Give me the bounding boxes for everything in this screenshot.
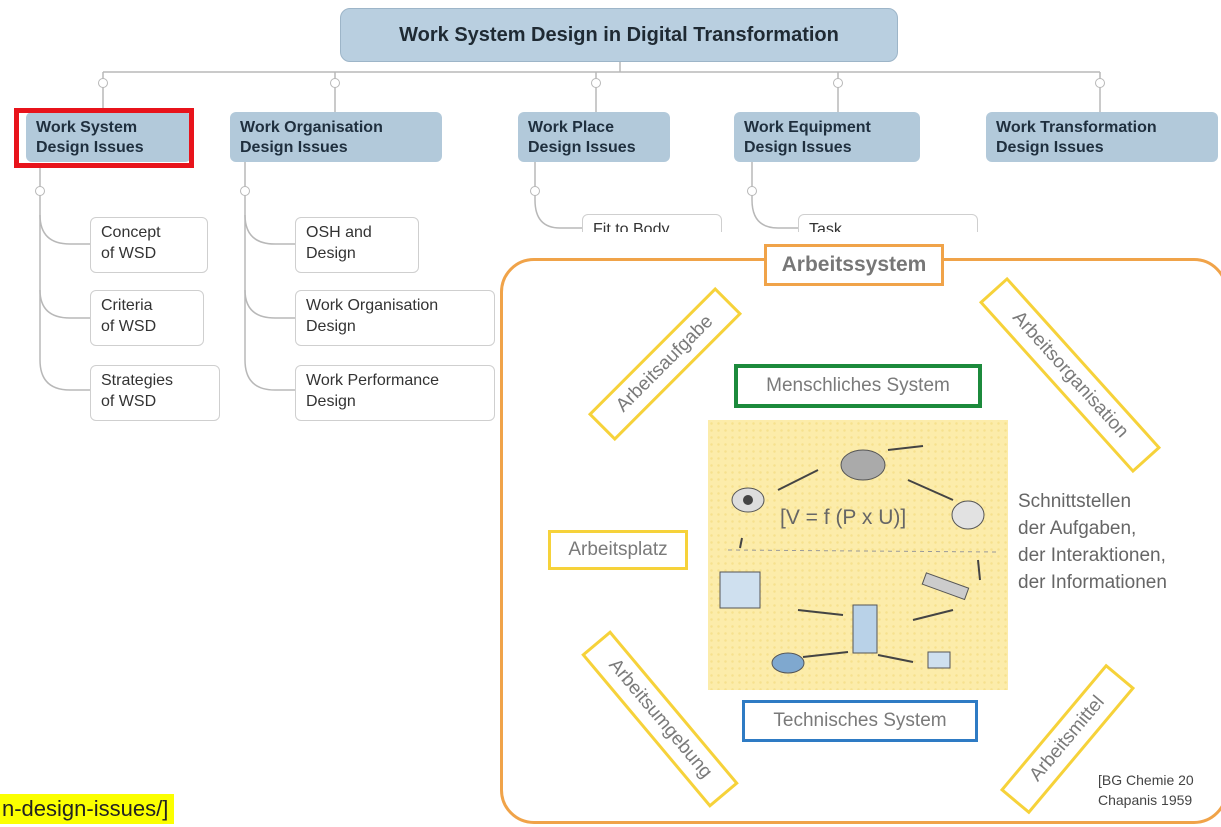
collapse-toggle-icon[interactable] [98, 78, 108, 88]
interfaces-text: Schnittstellen der Aufgaben, der Interak… [1018, 488, 1167, 596]
leaf-osh-and-design[interactable]: OSH and Design [295, 217, 419, 273]
leaf-criteria-of-wsd[interactable]: Criteria of WSD [90, 290, 204, 346]
interfaces-line: der Informationen [1018, 572, 1167, 593]
category-work-equipment[interactable]: Work Equipment Design Issues [734, 112, 920, 162]
citation: [BG Chemie 20 Chapanis 1959 [1098, 770, 1194, 810]
leaf-concept-of-wsd[interactable]: Concept of WSD [90, 217, 208, 273]
url-fragment[interactable]: n-design-issues/] [0, 794, 175, 824]
root-node[interactable]: Work System Design in Digital Transforma… [340, 8, 898, 62]
leaf-strategies-of-wsd[interactable]: Strategies of WSD [90, 365, 220, 421]
technical-system-tag: Technisches System [742, 700, 978, 742]
category-work-organisation[interactable]: Work Organisation Design Issues [230, 112, 442, 162]
collapse-toggle-icon[interactable] [530, 186, 540, 196]
cycle-sketch [719, 445, 999, 674]
leaf-work-performance-design[interactable]: Work Performance Design [295, 365, 495, 421]
interfaces-line: Schnittstellen [1018, 491, 1132, 512]
category-work-place[interactable]: Work Place Design Issues [518, 112, 670, 162]
interfaces-line: der Interaktionen, [1018, 545, 1166, 566]
arbeitssystem-title: Arbeitssystem [764, 244, 944, 286]
collapse-toggle-icon[interactable] [591, 78, 601, 88]
selection-highlight [14, 108, 194, 168]
human-system-tag: Menschliches System [734, 364, 982, 408]
interfaces-line: der Aufgaben, [1018, 518, 1137, 539]
collapse-toggle-icon[interactable] [747, 186, 757, 196]
arbeitsplatz-tag: Arbeitsplatz [548, 530, 688, 570]
citation-line: [BG Chemie 20 [1098, 772, 1194, 788]
collapse-toggle-icon[interactable] [240, 186, 250, 196]
root-title: Work System Design in Digital Transforma… [399, 23, 839, 46]
citation-line: Chapanis 1959 [1098, 792, 1193, 808]
collapse-toggle-icon[interactable] [833, 78, 843, 88]
collapse-toggle-icon[interactable] [1095, 78, 1105, 88]
collapse-toggle-icon[interactable] [330, 78, 340, 88]
category-work-system[interactable]: Work System Design Issues [26, 112, 191, 162]
category-work-transformation[interactable]: Work Transformation Design Issues [986, 112, 1218, 162]
human-machine-illustration [708, 420, 1008, 690]
collapse-toggle-icon[interactable] [35, 186, 45, 196]
leaf-work-organisation-design[interactable]: Work Organisation Design [295, 290, 495, 346]
formula: [V = f (P x U)] [780, 506, 907, 529]
